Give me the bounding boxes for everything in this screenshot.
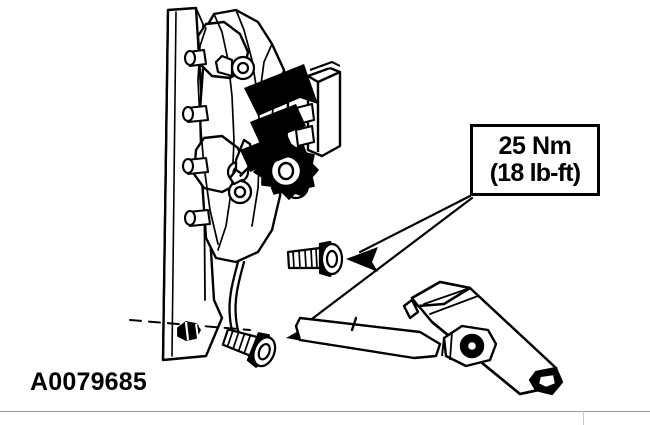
installation-direction-arrow — [240, 64, 318, 172]
hex-head-bolt-upper — [286, 240, 344, 278]
bottom-divider-rule — [0, 411, 650, 412]
pedal-pivot-bushing — [441, 324, 498, 368]
bottom-divider-tick — [583, 411, 584, 425]
leader-line-lower-bolt — [298, 196, 474, 330]
figure-id-label: A0079685 — [30, 368, 147, 396]
bracket-rib-tabs — [181, 48, 212, 228]
secondary-gear — [227, 179, 253, 205]
bracket-clip-detail — [177, 321, 201, 341]
torque-value-imperial: (18 lb-ft) — [489, 159, 581, 187]
hex-head-bolt-lower — [221, 328, 277, 368]
pedal-lower-tip — [528, 366, 564, 396]
leader-line-upper-bolt — [358, 194, 472, 254]
pedal-arm-linkage — [294, 298, 442, 360]
torque-value-metric: 25 Nm — [498, 132, 572, 160]
leader-arrowhead-upper — [346, 247, 378, 272]
torque-callout-box: 25 Nm (18 lb-ft) — [470, 124, 600, 196]
